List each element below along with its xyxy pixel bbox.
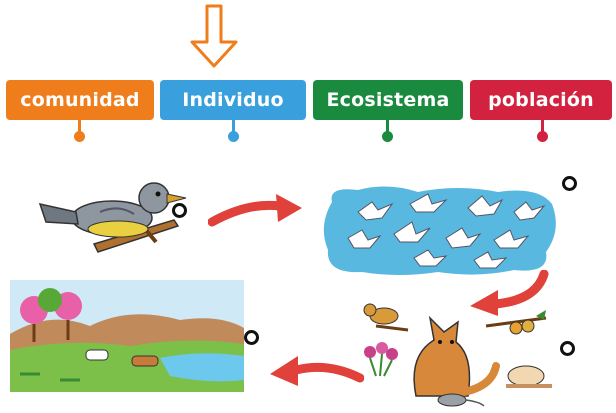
label-ecosistema[interactable]: Ecosistema bbox=[313, 80, 463, 120]
pin-stem-comunidad bbox=[78, 120, 81, 134]
arrow-down-left-icon bbox=[470, 270, 549, 316]
pin-stem-ecosistema bbox=[386, 120, 389, 134]
bird-image bbox=[38, 182, 187, 253]
landscape-answer-circle[interactable] bbox=[244, 330, 259, 345]
animal-community-image bbox=[363, 303, 552, 407]
arrow-right-icon bbox=[208, 194, 302, 227]
community-answer-circle[interactable] bbox=[560, 341, 575, 356]
arrow-left-icon bbox=[270, 356, 364, 386]
label-individuo[interactable]: Individuo bbox=[160, 80, 306, 120]
flock-answer-circle[interactable] bbox=[562, 176, 577, 191]
pin-stem-individuo bbox=[232, 120, 235, 134]
label-poblacion[interactable]: población bbox=[470, 80, 612, 120]
pin-dot-poblacion[interactable] bbox=[537, 131, 548, 142]
pin-dot-individuo[interactable] bbox=[228, 131, 239, 142]
landscape-image bbox=[10, 280, 244, 392]
dove-flock-image bbox=[323, 186, 556, 275]
bird-answer-circle[interactable] bbox=[172, 203, 187, 218]
down-arrow-outline-icon bbox=[190, 4, 238, 68]
pin-stem-poblacion bbox=[541, 120, 544, 134]
pin-dot-comunidad[interactable] bbox=[74, 131, 85, 142]
label-comunidad[interactable]: comunidad bbox=[6, 80, 154, 120]
pin-dot-ecosistema[interactable] bbox=[382, 131, 393, 142]
